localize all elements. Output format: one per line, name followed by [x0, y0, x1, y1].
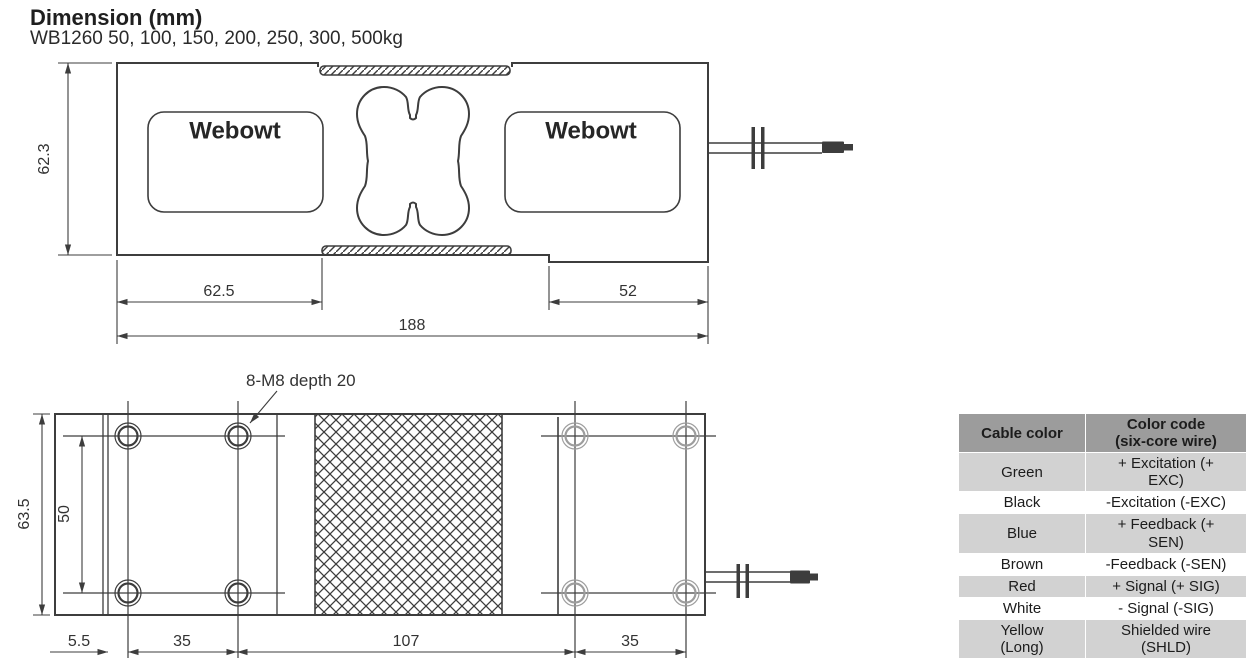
- table-row: Yellow(Long) Shielded wire(SHLD): [958, 618, 1247, 660]
- table-row: Blue + Feedback (+SEN): [958, 513, 1247, 554]
- bottom-view-dimensions: [33, 390, 686, 656]
- cable-color-cell: Black: [958, 491, 1086, 515]
- dim-label-188: 188: [399, 317, 426, 334]
- color-code-cell: -Excitation (-EXC): [1085, 491, 1247, 515]
- table-row: Green + Excitation (+EXC): [958, 452, 1247, 493]
- hole-center-lines: [63, 401, 716, 658]
- cable-end: [790, 570, 810, 584]
- color-code-cell: -Feedback (-SEN): [1085, 552, 1247, 576]
- cable-color-cell: White: [958, 596, 1086, 620]
- dim-label-107: 107: [393, 633, 420, 650]
- table-row: White - Signal (-SIG): [958, 596, 1247, 620]
- color-code-cell: Shielded wire(SHLD): [1085, 618, 1247, 660]
- table-row: Brown -Feedback (-SEN): [958, 552, 1247, 576]
- cable-color-cell: Yellow(Long): [958, 618, 1086, 660]
- mounting-holes-right: [561, 422, 700, 607]
- table-row: Black -Excitation (-EXC): [958, 491, 1247, 515]
- page-title: Dimension (mm): [30, 5, 203, 30]
- center-crosshatch-section: [314, 413, 503, 616]
- right-nameplate: [504, 111, 681, 213]
- bottom-gasket-strip: [321, 245, 512, 256]
- brand-label-right: Webowt: [545, 118, 637, 145]
- thread-note-label: 8-M8 depth 20: [246, 371, 356, 390]
- table-row: Red + Signal (+ SIG): [958, 574, 1247, 598]
- header-cable-color: Cable color: [958, 412, 1086, 454]
- top-view: [58, 62, 853, 344]
- cable-color-cell: Brown: [958, 552, 1086, 576]
- dim-label-63-5: 63.5: [16, 498, 33, 529]
- header-color-code: Color code (six-core wire): [1085, 412, 1247, 454]
- dim-label-50: 50: [56, 505, 73, 523]
- mounting-holes-left: [114, 422, 252, 607]
- bottom-view-cable: [705, 564, 818, 598]
- color-code-cell: + Excitation (+EXC): [1085, 452, 1247, 493]
- cable-color-table: Cable color Color code (six-core wire) G…: [958, 412, 1247, 660]
- table-header-row: Cable color Color code (six-core wire): [958, 412, 1247, 454]
- color-code-cell: + Signal (+ SIG): [1085, 574, 1247, 598]
- cable-color-cell: Green: [958, 452, 1086, 493]
- left-nameplate: [147, 111, 324, 213]
- top-gasket-strip: [319, 65, 511, 76]
- model-capacity-subtitle: WB1260 50, 100, 150, 200, 250, 300, 500k…: [30, 28, 403, 49]
- cable-color-cell: Red: [958, 574, 1086, 598]
- dim-label-35-right: 35: [621, 633, 639, 650]
- thread-note-leader: [249, 390, 278, 424]
- dim-label-52: 52: [619, 283, 637, 300]
- top-view-cable: [708, 127, 853, 169]
- dim-label-62-5: 62.5: [203, 283, 234, 300]
- cable-end: [822, 141, 844, 153]
- dim-label-height-62-3: 62.3: [36, 143, 53, 174]
- top-view-dimensions: [58, 62, 709, 344]
- cable-color-cell: Blue: [958, 513, 1086, 554]
- dim-label-5-5: 5.5: [68, 633, 90, 650]
- top-view-body-outline: [116, 62, 709, 263]
- color-code-cell: + Feedback (+SEN): [1085, 513, 1247, 554]
- color-code-cell: - Signal (-SIG): [1085, 596, 1247, 620]
- bottom-view: [33, 390, 818, 658]
- center-cutout: [355, 85, 471, 237]
- dim-label-35-left: 35: [173, 633, 191, 650]
- brand-label-left: Webowt: [189, 118, 281, 145]
